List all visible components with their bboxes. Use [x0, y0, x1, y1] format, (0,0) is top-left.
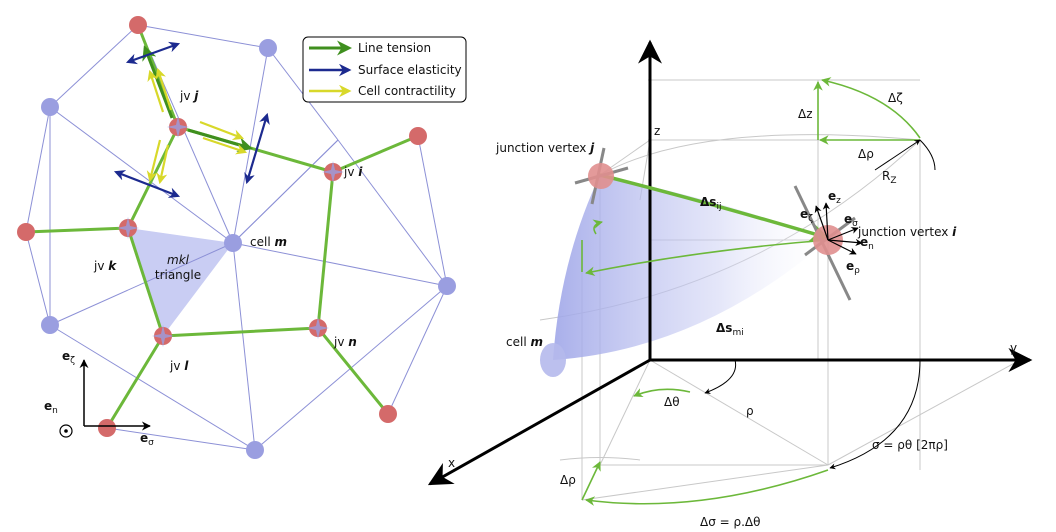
label-delta-theta: Δθ [664, 395, 680, 409]
right-geometry-panel: ez eζ eσ en eρ junction vertex j junctio… [427, 39, 1033, 529]
cell-edges [25, 24, 448, 451]
axis-x [427, 358, 651, 486]
label-r-z: RZ [882, 169, 897, 186]
boundary-vertices [17, 16, 427, 437]
junction-edge-ij [599, 173, 831, 243]
junction-vertex-n [307, 317, 329, 339]
sigma-arc [829, 359, 921, 470]
legend-cell-contractility: Cell contractility [358, 84, 456, 98]
right-basis [814, 202, 863, 255]
label-rho: ρ [746, 404, 754, 418]
label-delta-rho-top: Δρ [858, 147, 874, 161]
label-delta-s-mi: Δsmi [716, 321, 744, 338]
junction-vertex-j-3d [574, 147, 629, 205]
label-e-rho: eρ [846, 259, 860, 276]
junction-vertices [117, 116, 344, 347]
junction-vertex-l [152, 325, 174, 347]
label-e-zeta-right: eζ [800, 207, 813, 224]
label-jv-j: jv j [179, 89, 199, 103]
label-z-height: z [654, 124, 660, 138]
cylinder-arc [919, 139, 936, 171]
label-cell-m: cell m [250, 235, 287, 249]
label-cell-m-right: cell m [506, 335, 543, 349]
label-delta-z: Δz [798, 107, 813, 121]
label-delta-sigma-eq: Δσ = ρ.Δθ [700, 515, 760, 529]
label-e-zeta: eζ [62, 349, 75, 366]
cell-contractility-arrows [146, 67, 248, 185]
label-delta-s-ij: Δsij [700, 195, 721, 212]
cell-m-ellipse [540, 343, 566, 377]
legend-line-tension: Line tension [358, 41, 431, 55]
r-z-arrow [874, 139, 921, 171]
label-e-sigma: eσ [140, 431, 154, 448]
label-triangle: triangle [155, 268, 201, 282]
surface-elasticity-arrows [113, 41, 270, 198]
label-jv-n: jv n [333, 335, 357, 349]
label-sigma-eq: σ = ρθ [2πρ] [872, 438, 948, 452]
mkl-triangle [128, 228, 233, 336]
label-e-n-right: en [860, 235, 874, 252]
label-junction-vertex-i: junction vertex i [857, 225, 957, 239]
legend-surface-elasticity: Surface elasticity [358, 63, 462, 77]
legend: Line tension Surface elasticity Cell con… [302, 36, 467, 103]
junction-vertex-k [117, 217, 139, 239]
label-delta-rho-bottom: Δρ [560, 473, 576, 487]
label-e-n: en [44, 399, 58, 416]
label-jv-k: jv k [93, 259, 117, 273]
label-mkl: mkl [167, 253, 190, 267]
cell-centers [41, 39, 456, 459]
label-jv-l: jv l [169, 359, 189, 373]
left-basis: eζ en eσ [44, 349, 154, 448]
cell-surface [553, 175, 828, 360]
label-junction-vertex-j: junction vertex j [495, 141, 595, 155]
left-network-panel: jv j jv i jv k jv l jv n cell m mkl tria… [17, 16, 467, 459]
label-e-sigma-right: eσ [844, 212, 858, 229]
junction-vertex-i [322, 161, 344, 183]
label-jv-i: jv i [343, 165, 363, 179]
junction-vertex-j [167, 116, 189, 138]
label-e-z: ez [828, 189, 841, 206]
label-x-axis: x [448, 456, 455, 470]
label-y-axis: y [1010, 341, 1017, 355]
theta-arc [704, 359, 737, 394]
green-geometry [581, 77, 921, 506]
label-delta-zeta: Δζ [888, 91, 903, 105]
